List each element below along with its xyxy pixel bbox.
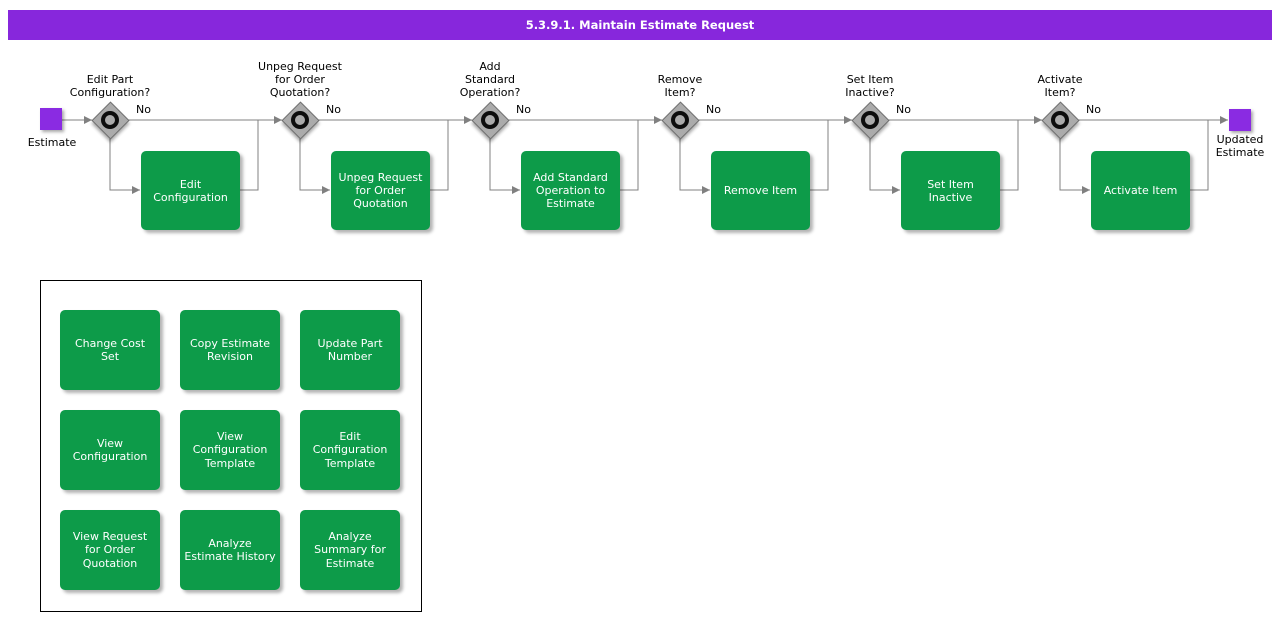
process-box[interactable]: Unpeg Request for Order Quotation <box>331 151 430 230</box>
no-branch-label: No <box>136 103 151 116</box>
decision-circle-icon <box>861 111 879 129</box>
process-box[interactable]: Set Item Inactive <box>901 151 1000 230</box>
end-node-label: Updated Estimate <box>1215 133 1265 159</box>
related-activity-box[interactable]: Update Part Number <box>300 310 400 390</box>
decision-label: Set Item Inactive? <box>845 73 895 99</box>
no-branch-label: No <box>326 103 341 116</box>
decision-circle-icon <box>291 111 309 129</box>
related-activity-box[interactable]: View Configuration Template <box>180 410 280 490</box>
connector-line <box>620 120 639 191</box>
decision-circle-icon <box>1051 111 1069 129</box>
flow-arrow <box>1059 138 1090 194</box>
diagram-title-bar: 5.3.9.1. Maintain Estimate Request <box>8 10 1272 40</box>
end-node-updated-estimate[interactable] <box>1229 109 1251 131</box>
process-box[interactable]: Activate Item <box>1091 151 1190 230</box>
related-activity-box[interactable]: Analyze Summary for Estimate <box>300 510 400 590</box>
decision-circle-icon <box>671 111 689 129</box>
flow-arrow <box>869 138 900 194</box>
flow-arrow <box>299 138 330 194</box>
connector-line <box>430 120 449 191</box>
connector-line <box>810 120 829 191</box>
flow-arrow <box>109 138 140 194</box>
connector-line <box>1190 120 1209 191</box>
process-box[interactable]: Remove Item <box>711 151 810 230</box>
start-node-label: Estimate <box>27 136 77 149</box>
decision-label: Activate Item? <box>1037 73 1083 99</box>
decision-label: Remove Item? <box>657 73 703 99</box>
no-branch-label: No <box>706 103 721 116</box>
diagram-title: 5.3.9.1. Maintain Estimate Request <box>525 18 755 32</box>
related-activity-box[interactable]: View Configuration <box>60 410 160 490</box>
related-activity-box[interactable]: Analyze Estimate History <box>180 510 280 590</box>
no-branch-label: No <box>1086 103 1101 116</box>
decision-label: Add Standard Operation? <box>459 60 521 99</box>
decision-circle-icon <box>101 111 119 129</box>
connector-line <box>1000 120 1019 191</box>
no-branch-label: No <box>896 103 911 116</box>
process-box[interactable]: Add Standard Operation to Estimate <box>521 151 620 230</box>
decision-label: Edit Part Configuration? <box>69 73 151 99</box>
flow-arrow <box>679 138 710 194</box>
flow-arrow <box>489 138 520 194</box>
related-activity-box[interactable]: Change Cost Set <box>60 310 160 390</box>
decision-circle-icon <box>481 111 499 129</box>
connector-line <box>240 120 259 191</box>
no-branch-label: No <box>516 103 531 116</box>
decision-label: Unpeg Request for Order Quotation? <box>258 60 342 99</box>
related-activity-box[interactable]: Copy Estimate Revision <box>180 310 280 390</box>
start-node-estimate[interactable] <box>40 108 62 130</box>
process-box[interactable]: Edit Configuration <box>141 151 240 230</box>
related-activity-box[interactable]: View Request for Order Quotation <box>60 510 160 590</box>
related-activity-box[interactable]: Edit Configuration Template <box>300 410 400 490</box>
